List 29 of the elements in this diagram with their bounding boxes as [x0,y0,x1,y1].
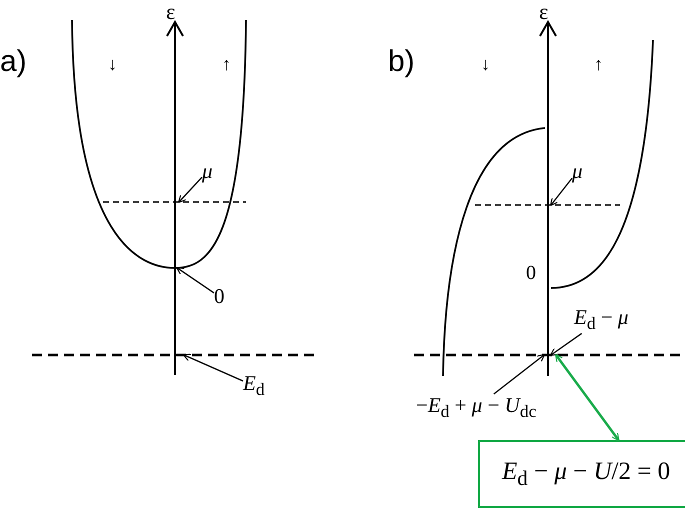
axis-label: ε [539,0,548,24]
y-axis [539,20,557,376]
y-axis [166,20,184,375]
band-curve [442,127,546,376]
energy-label: −E$_{d}$ + μ − U$_{dc}$ [416,394,536,422]
leader-arrow [550,178,573,206]
energy-label: 0 [526,262,536,284]
symbol-label: μ [572,160,583,184]
leader-arrow [555,354,620,442]
band-curve [71,20,247,269]
spin-arrow-symbol: ↓ [481,55,490,75]
leader-arrow [550,332,582,356]
leader-arrow [493,354,546,395]
leader-arrow [178,176,202,204]
leader-arrow [176,267,214,294]
energy-label: E$_{d}$ [243,372,265,400]
panel-label: a) [0,45,27,78]
energy-label: 0 [214,285,224,308]
energy-label: E$_{d}$ − μ [574,306,628,334]
panel-label: b) [388,45,415,78]
leader-arrow [182,354,244,382]
dashed-line [475,204,620,206]
spin-arrow-symbol: ↑ [594,55,603,75]
symbol-label: μ [202,160,213,184]
spin-arrow-symbol: ↓ [108,55,117,75]
band-curve [550,40,654,289]
spin-arrow-symbol: ↑ [222,55,231,75]
axis-label: ε [166,0,176,24]
equation-box: E$_{d}$ − μ − U/2 = 0 [478,440,685,508]
